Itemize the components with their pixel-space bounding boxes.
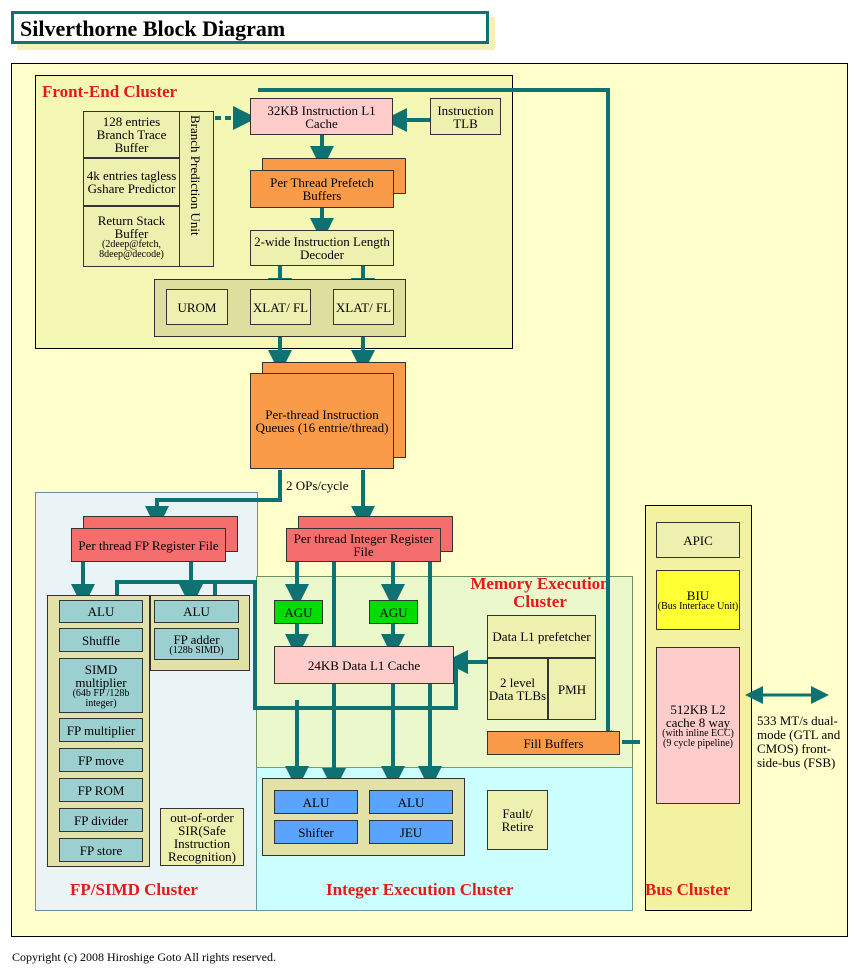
xlat-fl-2: XLAT/ FL (333, 289, 394, 325)
instruction-l1-cache: 32KB Instruction L1 Cache (250, 98, 393, 135)
fp-simd-label: FP/SIMD Cluster (70, 880, 198, 899)
bus-label: Bus Cluster (645, 880, 731, 899)
return-stack-label: Return Stack Buffer (97, 212, 166, 241)
front-end-label: Front-End Cluster (42, 82, 178, 101)
biu-note: (Bus Interface Unit) (657, 600, 739, 612)
apic: APIC (656, 522, 740, 558)
fp-store: FP store (59, 838, 143, 862)
fp-alu-2: ALU (154, 600, 239, 623)
branch-trace-buffer: 128 entries Branch Trace Buffer (83, 111, 180, 158)
shifter: Shifter (274, 820, 358, 844)
instruction-queues: Per-thread Instruction Queues (16 entrie… (250, 373, 394, 469)
fp-adder: FP adder (128b SIMD) (154, 628, 239, 660)
urom: UROM (166, 289, 228, 325)
shuffle-unit: Shuffle (59, 628, 143, 652)
agu-1: AGU (274, 600, 323, 624)
xlat-fl-1: XLAT/ FL (250, 289, 311, 325)
int-alu-1: ALU (274, 790, 358, 814)
prefetch-buffers: Per Thread Prefetch Buffers (250, 170, 394, 208)
data-l1-cache: 24KB Data L1 Cache (274, 646, 454, 684)
fault-retire: Fault/ Retire (487, 790, 548, 850)
biu: BIU (Bus Interface Unit) (656, 570, 740, 630)
simd-mult-note: (64b FP /128b integer) (72, 687, 130, 709)
gshare-predictor: 4k entries tagless Gshare Predictor (83, 158, 180, 206)
fp-adder-note: (128b SIMD) (169, 644, 224, 656)
title-box: Silverthorne Block Diagram (11, 11, 489, 44)
fp-multiplier: FP multiplier (59, 718, 143, 742)
fill-buffers: Fill Buffers (487, 731, 620, 755)
return-stack-buffer: Return Stack Buffer (2deep@fetch, 8deep@… (83, 206, 180, 267)
fp-move: FP move (59, 748, 143, 772)
branch-unit-label: Branch Prediction Unit (188, 115, 203, 236)
length-decoder: 2-wide Instruction Length Decoder (250, 230, 394, 266)
l2-cache: 512KB L2 cache 8 way (with inline ECC) (… (656, 647, 740, 804)
int-register-file: Per thread Integer Register File (286, 528, 441, 562)
jeu: JEU (369, 820, 453, 844)
l2-note-2: (9 cycle pipeline) (663, 737, 733, 749)
instruction-tlb: Instruction TLB (430, 98, 501, 135)
l2-label: 512KB L2 cache 8 way (665, 701, 731, 730)
data-tlbs: 2 level Data TLBs (487, 658, 548, 720)
pmh: PMH (548, 658, 596, 720)
fp-register-file: Per thread FP Register File (71, 528, 226, 562)
page-title: Silverthorne Block Diagram (20, 16, 286, 41)
l2-note: (with inline ECC) (662, 727, 734, 739)
ooo-sir: out-of-order SIR(Safe Instruction Recogn… (160, 808, 244, 866)
copyright: Copyright (c) 2008 Hiroshige Goto All ri… (12, 950, 276, 964)
return-stack-note: (2deep@fetch, 8deep@decode) (99, 238, 164, 260)
integer-label: Integer Execution Cluster (326, 880, 514, 899)
memory-label: Memory Execution Cluster (470, 574, 610, 611)
int-alu-2: ALU (369, 790, 453, 814)
simd-mult-label: SIMD multiplier (75, 661, 127, 690)
ops-per-cycle: 2 OPs/cycle (286, 478, 349, 493)
fp-divider: FP divider (59, 808, 143, 832)
fp-rom: FP ROM (59, 778, 143, 802)
data-l1-prefetcher: Data L1 prefetcher (487, 615, 596, 658)
fp-alu: ALU (59, 600, 143, 623)
agu-2: AGU (369, 600, 418, 624)
fp-adder-label: FP adder (173, 631, 220, 647)
biu-label: BIU (686, 587, 710, 603)
fsb-label: 533 MT/s dual-mode (GTL and CMOS) front-… (757, 713, 841, 770)
simd-multiplier: SIMD multiplier (64b FP /128b integer) (59, 658, 143, 713)
